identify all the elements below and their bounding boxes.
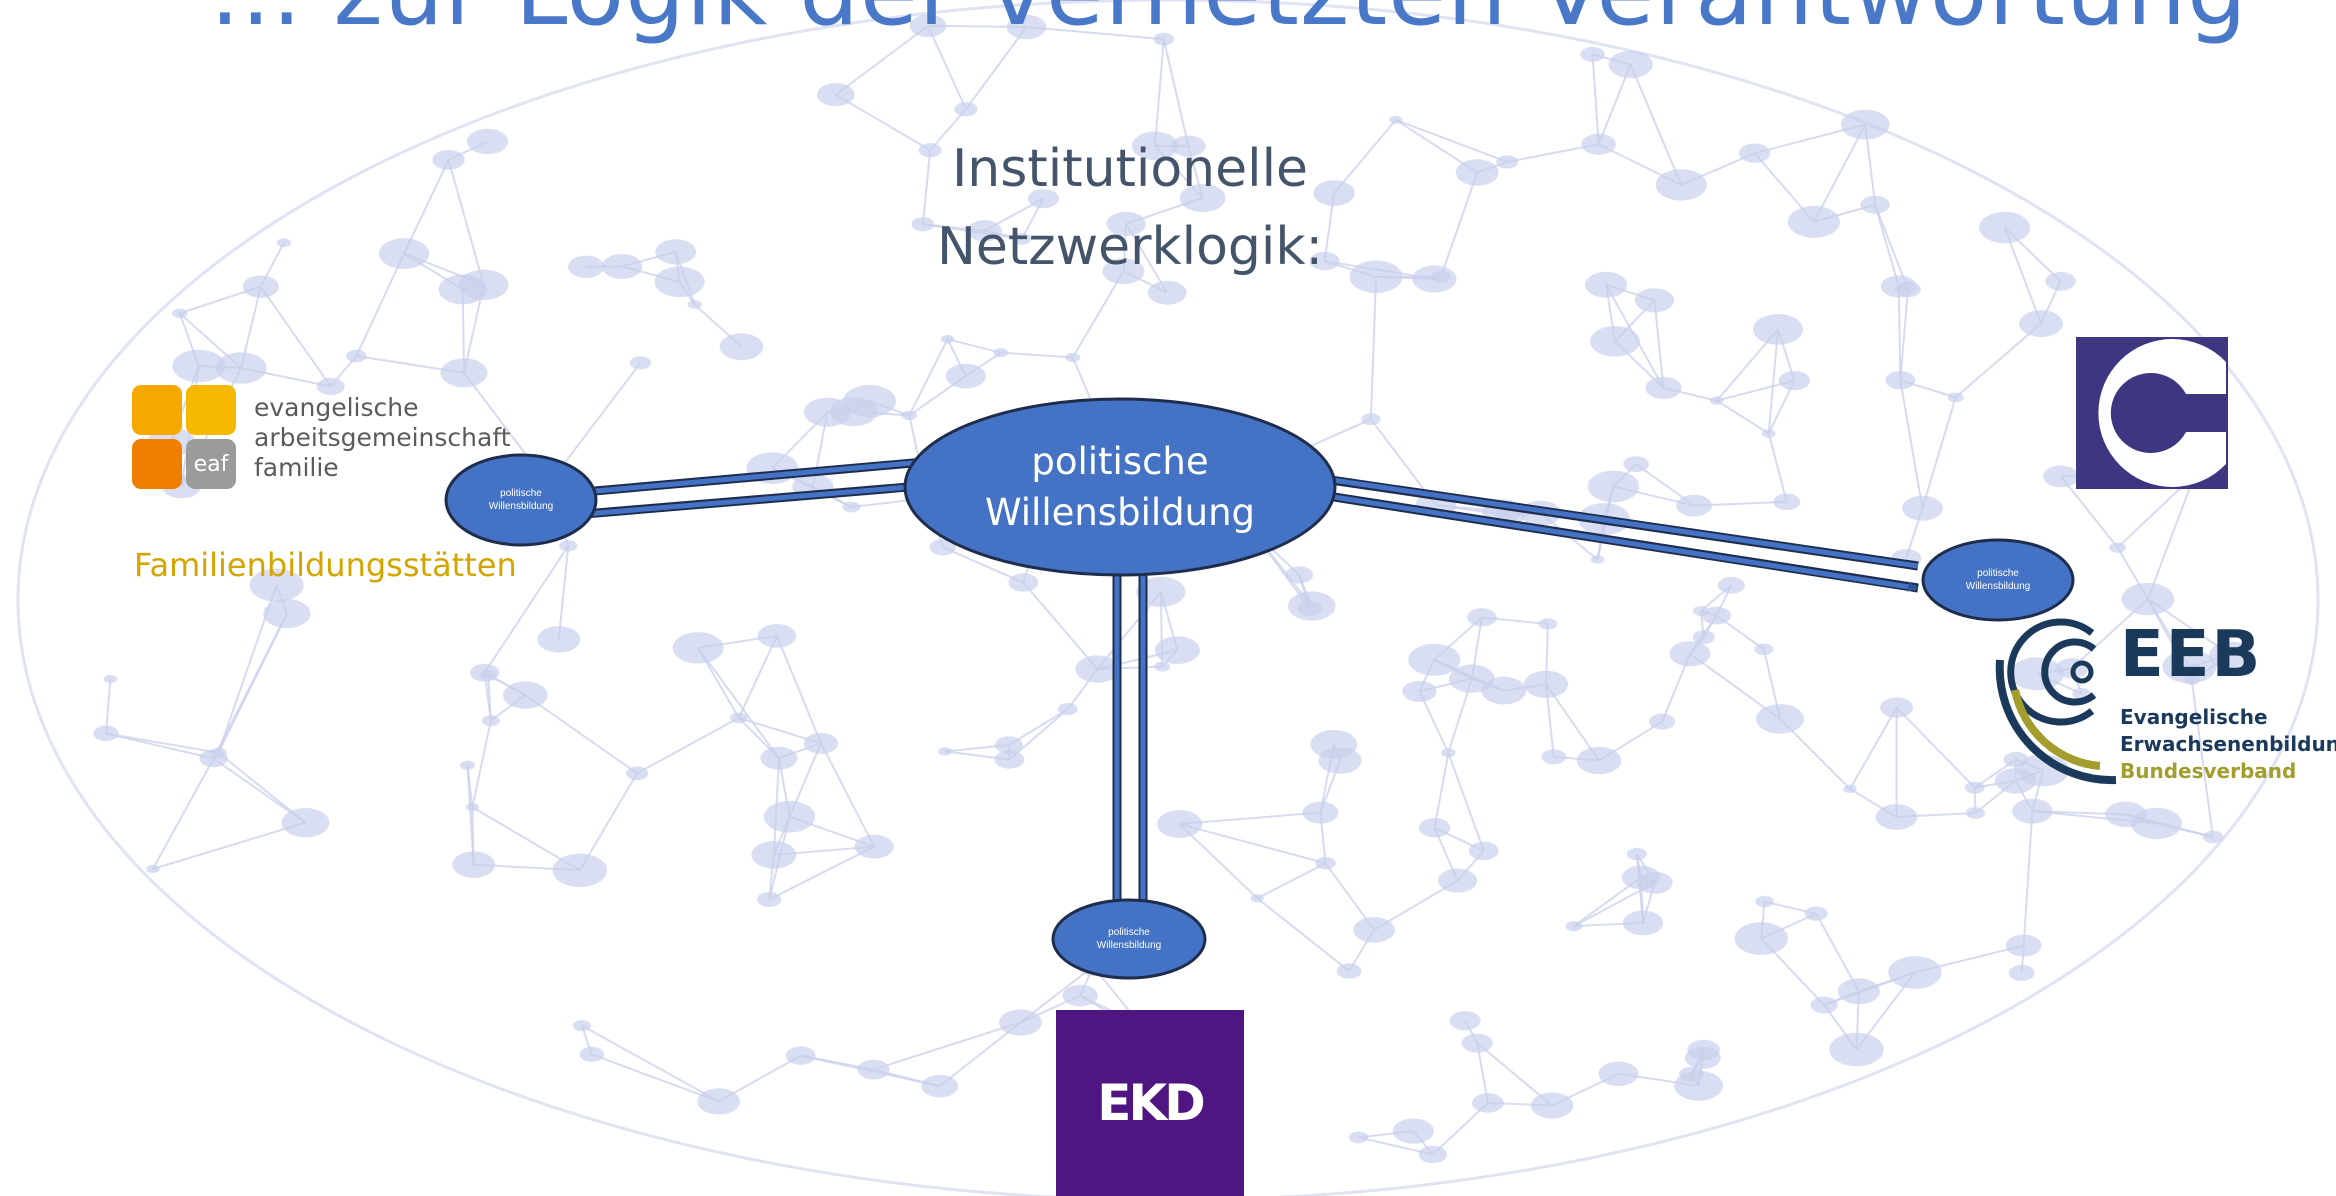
- eaf-line-3: familie: [254, 453, 339, 482]
- ekd-logo: EKD: [1056, 1010, 1244, 1196]
- node-bottom-line-1: politische: [1108, 927, 1150, 938]
- node-left: [444, 453, 598, 547]
- eeb-title: EEB: [2120, 618, 2263, 692]
- eaf-logo: eaf evangelische arbeitsgemeinschaft fam…: [132, 385, 532, 495]
- subtitle-line-2: Netzwerklogik:: [937, 217, 1323, 277]
- node-main-line-2: Willensbildung: [984, 491, 1256, 534]
- node-right-label: politische Willensbildung: [1923, 540, 2073, 620]
- node-main-label: politische Willensbildung: [910, 398, 1330, 576]
- node-right-line-2: Willensbildung: [1965, 581, 2031, 592]
- eaf-line-2: arbeitsgemeinschaft: [254, 423, 511, 452]
- eaf-square-yellow-1: [132, 385, 182, 435]
- eeb-logo: EEB Evangelische Erwachsenenbildung Bund…: [1996, 618, 2336, 788]
- eeb-subtitle: Evangelische Erwachsenenbildung Bundesve…: [2120, 704, 2336, 785]
- node-left-line-2: Willensbildung: [488, 501, 554, 512]
- eaf-square-orange: [132, 439, 182, 489]
- subtitle: Institutionelle Netzwerklogik:: [880, 130, 1380, 286]
- node-bottom-label: politische Willensbildung: [1053, 900, 1205, 978]
- eaf-caption: Familienbildungsstätten: [134, 546, 517, 584]
- network-outline: [16, 0, 2320, 1196]
- node-bottom: [1051, 898, 1207, 980]
- node-main-line-1: politische: [1031, 440, 1209, 483]
- eeb-line-3: Bundesverband: [2120, 759, 2297, 783]
- eaf-square-yellow-2: [186, 385, 236, 435]
- node-right-line-1: politische: [1977, 568, 2019, 579]
- subtitle-line-1: Institutionelle: [951, 139, 1309, 199]
- node-bottom-line-2: Willensbildung: [1096, 940, 1162, 951]
- eaf-square-grey: [186, 439, 236, 489]
- node-left-line-1: politische: [500, 488, 542, 499]
- eeb-line-2: Erwachsenenbildung: [2120, 732, 2336, 756]
- slide-title: ... zur Logik der vernetzten Verantwortu…: [210, 0, 2310, 47]
- node-left-label: politische Willensbildung: [446, 455, 596, 545]
- node-right: [1921, 538, 2075, 622]
- eaf-text: evangelische arbeitsgemeinschaft familie: [254, 393, 511, 483]
- eaf-line-1: evangelische: [254, 393, 419, 422]
- node-main: [903, 397, 1337, 577]
- c-letter-logo-icon: [2076, 337, 2228, 489]
- eaf-badge: eaf: [193, 451, 229, 477]
- eeb-arcs-icon: [1995, 618, 2117, 785]
- eeb-line-1: Evangelische: [2120, 705, 2268, 729]
